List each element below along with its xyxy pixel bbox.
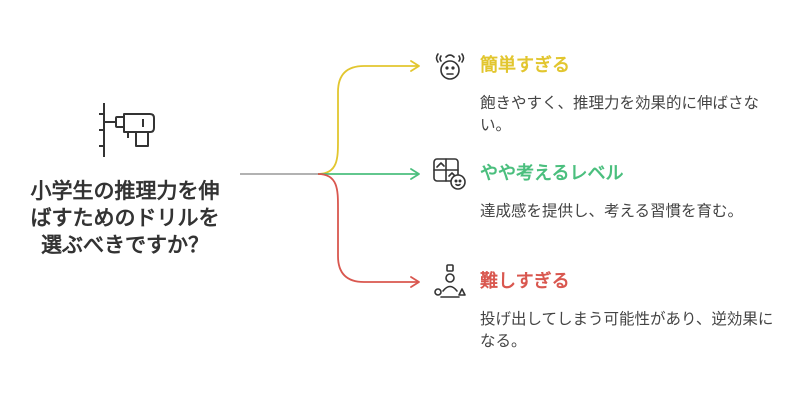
arrowhead-medium bbox=[410, 168, 420, 180]
branch-desc-hard: 投げ出してしまう可能性があり、逆効果になる。 bbox=[480, 310, 774, 350]
puzzle-face-icon bbox=[432, 156, 468, 192]
arrowhead-hard bbox=[410, 276, 420, 288]
connector-hard bbox=[317, 173, 418, 283]
drill-icon bbox=[96, 100, 160, 160]
branch-title-hard: 難しすぎる bbox=[480, 271, 570, 292]
arrowhead-easy bbox=[410, 60, 420, 72]
branch-title-medium: やや考えるレベル bbox=[480, 163, 624, 184]
connector-easy bbox=[317, 65, 418, 175]
branch-title-easy: 簡単すぎる bbox=[480, 55, 570, 76]
bored-face-icon bbox=[432, 48, 468, 84]
branch-desc-medium: 達成感を提供し、考える習慣を育む。 bbox=[480, 202, 744, 220]
branch-desc-easy: 飽きやすく、推理力を効果的に伸ばさない。 bbox=[480, 94, 760, 134]
central-question: 小学生の推理力を伸ばすためのドリルを選ぶべきですか？ bbox=[30, 179, 220, 257]
frustrated-person-icon bbox=[432, 264, 468, 300]
